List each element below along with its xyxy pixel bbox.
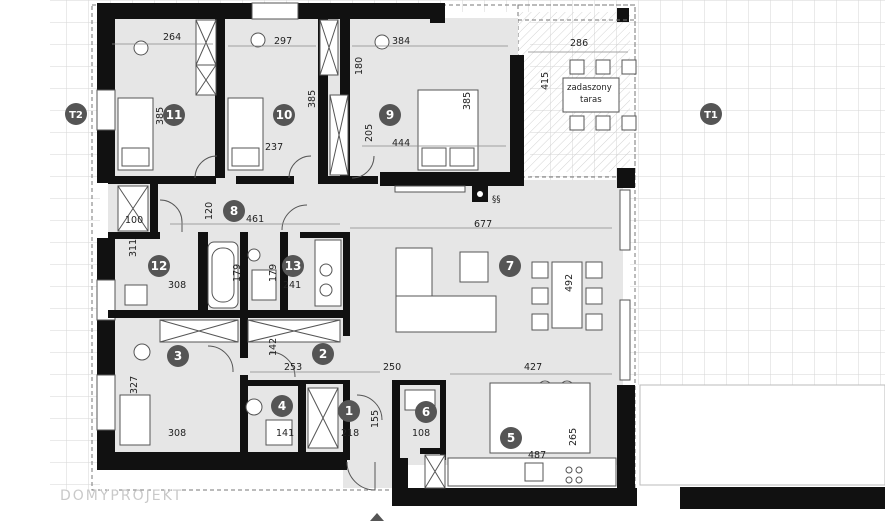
dimension-label: 218: [341, 428, 359, 439]
dimension-label: 253: [284, 362, 302, 373]
terrace-label-line2: taras: [580, 95, 602, 105]
room-number: 6: [422, 405, 430, 419]
outer-stair: [639, 384, 885, 509]
dimension-label: 677: [474, 219, 492, 230]
dimension-label: 120: [204, 202, 215, 220]
dimension-label: 444: [392, 138, 410, 149]
dimension-label: 308: [168, 280, 186, 291]
terrace-furniture: [562, 59, 637, 131]
dimension-label: 308: [168, 428, 186, 439]
beds: [117, 89, 479, 446]
dimension-label: 155: [370, 410, 381, 428]
fireplace: §§: [472, 186, 501, 205]
dimension-labels: 264 297 384 286 180 415 385 385 385 205 …: [125, 32, 588, 461]
terrace-label-line1: zadaszony: [567, 83, 612, 93]
watermark: DOMYPROJEKT: [60, 488, 183, 504]
dimension-label: 205: [364, 124, 375, 142]
terrace-badges: T1 T2: [65, 103, 722, 125]
room-number: 1: [345, 404, 353, 418]
dimension-label: 237: [265, 142, 283, 153]
windows: [96, 2, 631, 431]
room-number: 9: [386, 108, 394, 122]
room-number: 11: [166, 108, 183, 122]
room-number: 10: [276, 108, 293, 122]
door-swings: [159, 155, 383, 491]
dimension-label: 141: [276, 428, 294, 439]
room-badges: 1 2 3 4 5 6 7 8 9 10 11 12 13: [148, 104, 522, 449]
dimension-label: 385: [307, 90, 318, 108]
dimension-label: 427: [524, 362, 542, 373]
dimension-label: 327: [129, 376, 140, 394]
room-number: 3: [174, 349, 182, 363]
dimension-label: 142: [268, 338, 279, 356]
living-furniture: [395, 247, 603, 333]
dimension-label: 384: [392, 36, 410, 47]
dimension-lines: [112, 43, 628, 375]
dimension-label: 179: [232, 264, 243, 282]
room-number: 7: [506, 259, 514, 273]
dimension-label: 108: [412, 428, 430, 439]
kitchen: [447, 382, 617, 487]
dimension-label: 415: [540, 72, 551, 90]
dimension-label: 100: [125, 215, 143, 226]
entrance-arrow-icon: [370, 513, 384, 521]
room-number: 2: [319, 347, 327, 361]
dimension-label: 241: [283, 280, 301, 291]
room-number: 12: [151, 259, 168, 273]
dimension-label: 311: [128, 239, 139, 257]
svg-text:§§: §§: [492, 195, 501, 205]
dimension-label: 264: [163, 32, 181, 43]
room-number: 5: [507, 431, 515, 445]
room-number: 4: [278, 399, 286, 413]
terrace-number: T1: [704, 110, 718, 121]
terrace-number: T2: [69, 110, 83, 121]
dimension-label: 385: [155, 107, 166, 125]
dimension-label: 180: [354, 57, 365, 75]
dimension-label: 286: [570, 38, 588, 49]
dimension-label: 487: [528, 450, 546, 461]
dimension-label: 297: [274, 36, 292, 47]
wardrobes: [117, 19, 446, 489]
dimension-label: 179: [268, 264, 279, 282]
dimension-label: 461: [246, 214, 264, 225]
room-number: 13: [285, 259, 302, 273]
room-number: 8: [230, 204, 238, 218]
dimension-label: 250: [383, 362, 401, 373]
bath-fixtures: [124, 239, 436, 446]
dimension-label: 265: [568, 428, 579, 446]
dimension-label: 492: [564, 274, 575, 292]
dimension-label: 385: [462, 92, 473, 110]
chimney-block: [617, 8, 629, 22]
